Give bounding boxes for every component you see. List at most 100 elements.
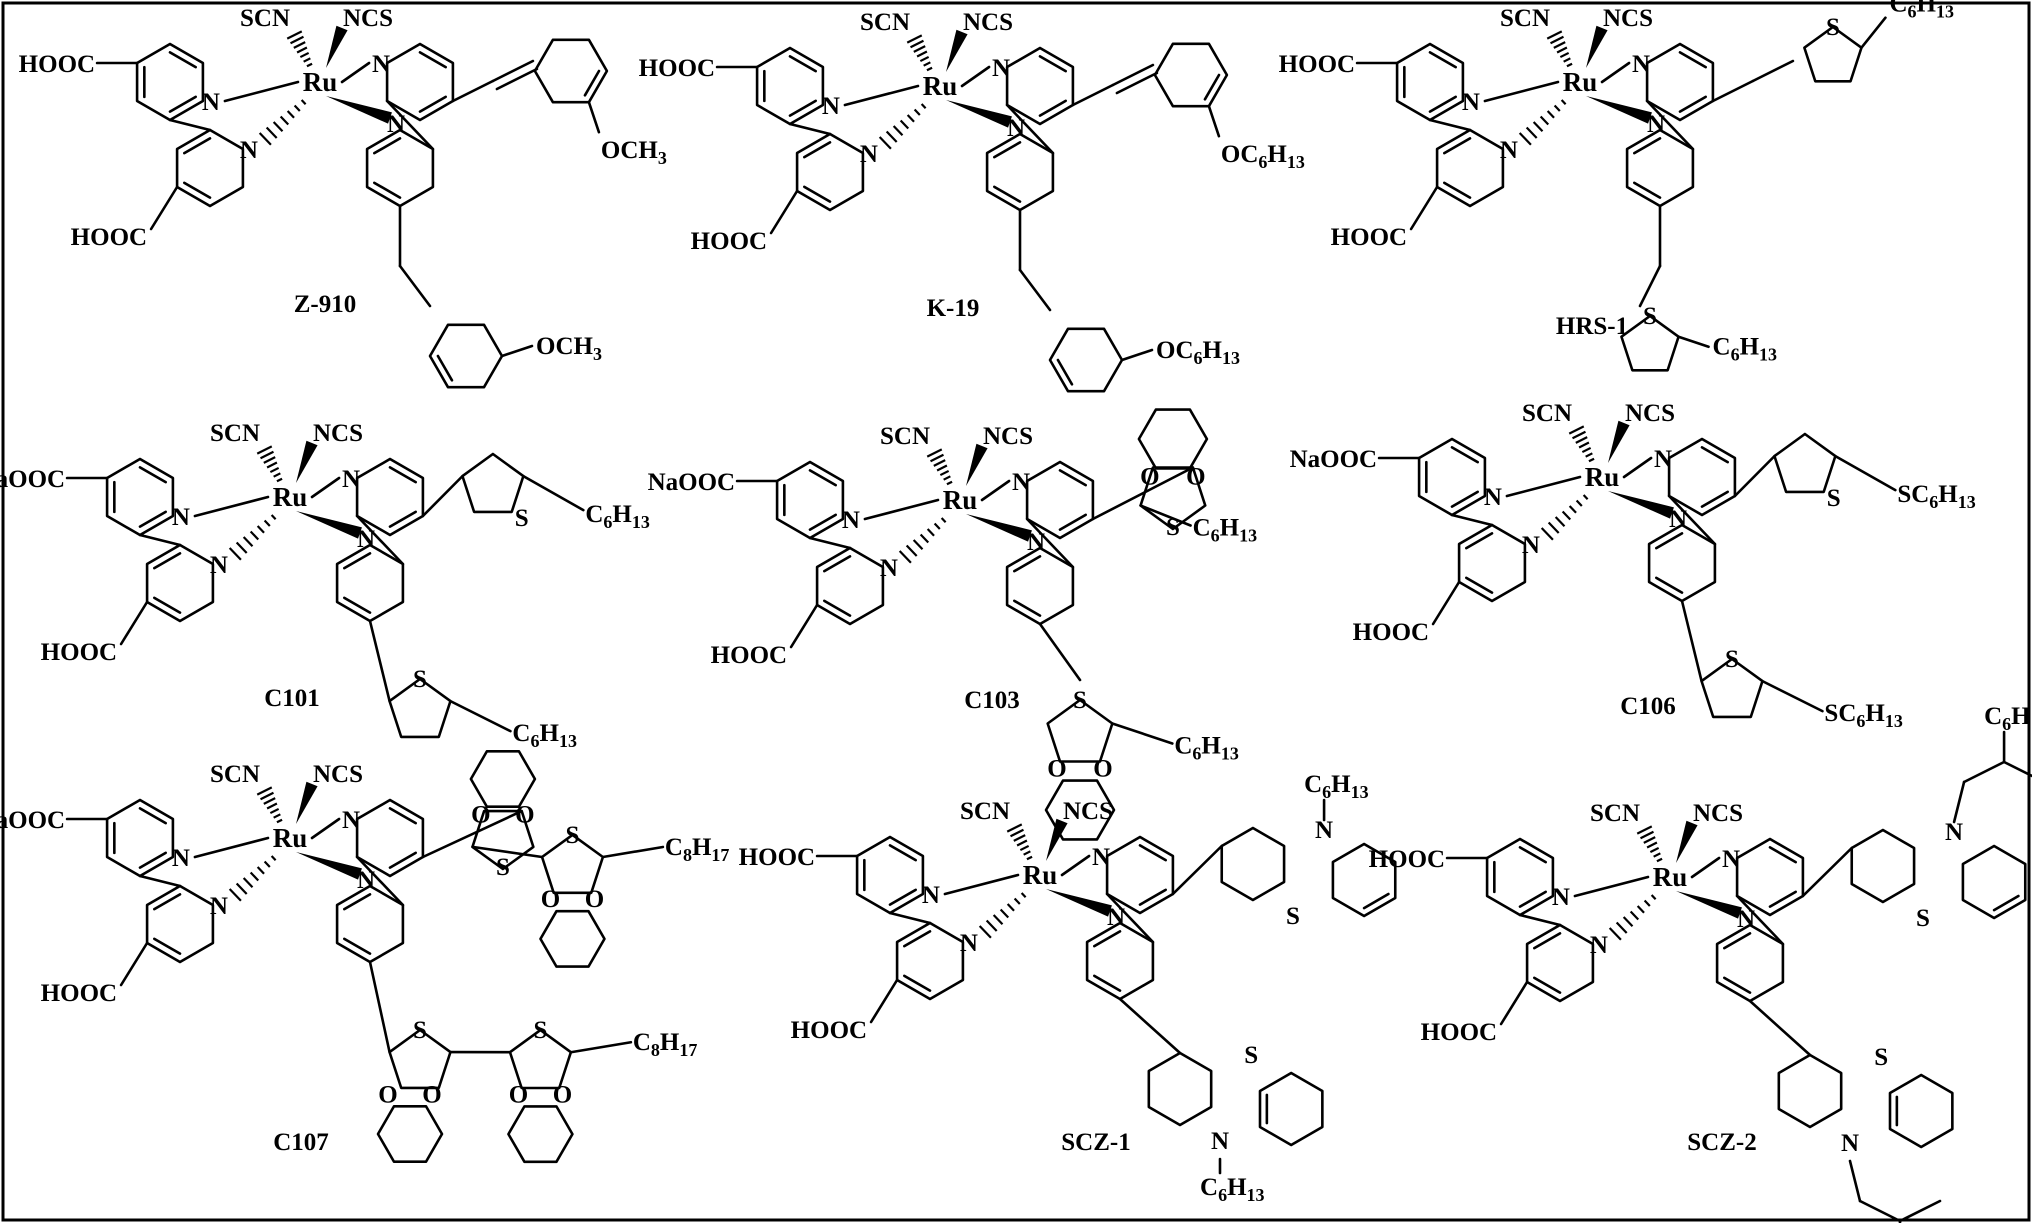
scn-hashed-bond [1588, 457, 1595, 463]
dioxane-ring [507, 1105, 574, 1164]
substituent-label: C6H13 [1174, 732, 1239, 763]
ru-n-bond [1622, 456, 1653, 479]
carboxyl-bond [119, 600, 149, 646]
thiophene-sulfur-label: S [515, 505, 529, 532]
ncs-wedge-bond [1586, 25, 1608, 68]
n-ru-hashed-bond [1582, 494, 1589, 500]
ncs-label: NCS [983, 423, 1033, 450]
ncs-wedge-bond [966, 443, 988, 486]
n-ru-hashed-bond [242, 877, 254, 888]
double-bond-line [1038, 55, 1067, 73]
pyridine-nitrogen-label: N [1462, 89, 1480, 116]
n-ru-hashed-bond [249, 871, 260, 882]
double-bond-line [1768, 846, 1797, 864]
scn-hashed-bond [1546, 30, 1563, 40]
vinyl-bond [1071, 83, 1115, 107]
dioxane-ring [469, 749, 537, 809]
bipyridine-link-bond [1667, 494, 1717, 546]
double-bond-line [1038, 99, 1067, 117]
pyridine-ring [1645, 42, 1715, 122]
alkyl-bond [1858, 1199, 1902, 1223]
n-ru-hashed-bond [978, 925, 992, 939]
double-bond-line [388, 851, 417, 869]
double-bond-line [1633, 181, 1662, 199]
carboxyl-label: HOOC [691, 228, 767, 255]
double-bond-line [1518, 890, 1547, 908]
ru-n-bond [1600, 61, 1631, 84]
thiophene-ring [1620, 314, 1680, 372]
scn-hashed-bond [266, 461, 278, 469]
substituent-label: C6H13 [1713, 334, 1778, 365]
double-bond-line [1450, 490, 1479, 508]
vinyl-bond [1711, 79, 1755, 103]
double-bond-line [903, 930, 932, 948]
double-bond-line [1465, 576, 1494, 594]
carboxyl-bond [789, 603, 819, 649]
thiophene-sulfur-label: S [413, 666, 427, 693]
compound-c107: RuSCNNCSNNaOOCNHOOCNNSOOSOOC8H17SOOSOOC8… [0, 749, 729, 1164]
bipyridine-link-bond [355, 514, 405, 566]
bipyridine-link-bond [1005, 103, 1055, 155]
n-ru-bond [863, 498, 940, 521]
ru-atom-label: Ru [1653, 862, 1688, 892]
double-bond-line [1056, 358, 1074, 386]
scn-hashed-bond [260, 450, 274, 460]
compound-name-label: C101 [264, 685, 320, 712]
substituent-bond [1761, 679, 1824, 713]
substituent-label: C6H13 [1889, 0, 1954, 22]
pyridine-ring [815, 546, 885, 626]
scn-hashed-bond [1556, 46, 1568, 54]
oxygen-label: O [1093, 756, 1112, 783]
thiophene-sulfur-label: S [1827, 485, 1841, 512]
pyridine-ring [385, 42, 455, 122]
substituent-label: C8H17 [633, 1029, 698, 1060]
double-bond-line [1533, 932, 1562, 950]
ncs-label: NCS [1625, 400, 1675, 427]
scn-hashed-bond [1550, 35, 1564, 45]
substituent-label: OC6H13 [1156, 337, 1240, 368]
phenothiazine-sulfur-label: S [1244, 1042, 1258, 1069]
oxygen-label: O [585, 886, 604, 913]
pyridine-nitrogen-label: N [992, 55, 1010, 82]
vinyl-bond [451, 79, 495, 103]
double-bond-line [418, 95, 447, 113]
aryl-bond [1748, 999, 1812, 1057]
scn-hashed-bond [1013, 834, 1026, 842]
scn-hashed-bond [1010, 828, 1024, 838]
pyridine-nitrogen-label: N [1669, 506, 1687, 533]
pyridine-ring [895, 921, 965, 1001]
substituent-label: C6H13 [1304, 771, 1369, 802]
n-ru-hashed-bond [270, 855, 277, 861]
scn-hashed-bond [273, 813, 281, 819]
n-ru-hashed-bond [1547, 521, 1560, 534]
double-bond-line [1678, 51, 1707, 69]
pyridine-nitrogen-label: N [1027, 529, 1045, 556]
carboxyl-label: HOOC [19, 51, 95, 78]
double-bond-line [168, 95, 197, 113]
scn-hashed-bond [1581, 446, 1592, 454]
substituent-bond [1677, 335, 1710, 349]
scn-hashed-bond [936, 464, 948, 472]
benzene-ring [1048, 327, 1124, 393]
double-bond-line [1678, 95, 1707, 113]
phenothiazine-sulfur-label: S [1874, 1044, 1888, 1071]
double-bond-line [1058, 513, 1087, 531]
dioxane-ring [1044, 779, 1116, 841]
pyridine-ring [1525, 923, 1595, 1003]
substituent-label: C6H13 [1200, 1174, 1265, 1205]
n-ru-hashed-bond [270, 514, 277, 520]
pyridine-nitrogen-label: N [1484, 484, 1502, 511]
n-ru-hashed-bond [279, 115, 290, 126]
compound-name-label: SCZ-2 [1687, 1129, 1756, 1156]
scn-hashed-bond [1019, 844, 1030, 852]
scn-hashed-bond [260, 791, 274, 801]
double-bond-line [1533, 976, 1562, 994]
double-bond-line [1700, 446, 1729, 464]
alkyl-bond [1848, 1159, 1862, 1203]
pyridine-ring [1667, 437, 1737, 517]
double-bond-line [903, 974, 932, 992]
vinyl-bond [1018, 268, 1052, 312]
pyridine-nitrogen-label: N [210, 893, 228, 920]
pyridine-nitrogen-label: N [1007, 115, 1025, 142]
n-ru-hashed-bond [1546, 110, 1555, 119]
